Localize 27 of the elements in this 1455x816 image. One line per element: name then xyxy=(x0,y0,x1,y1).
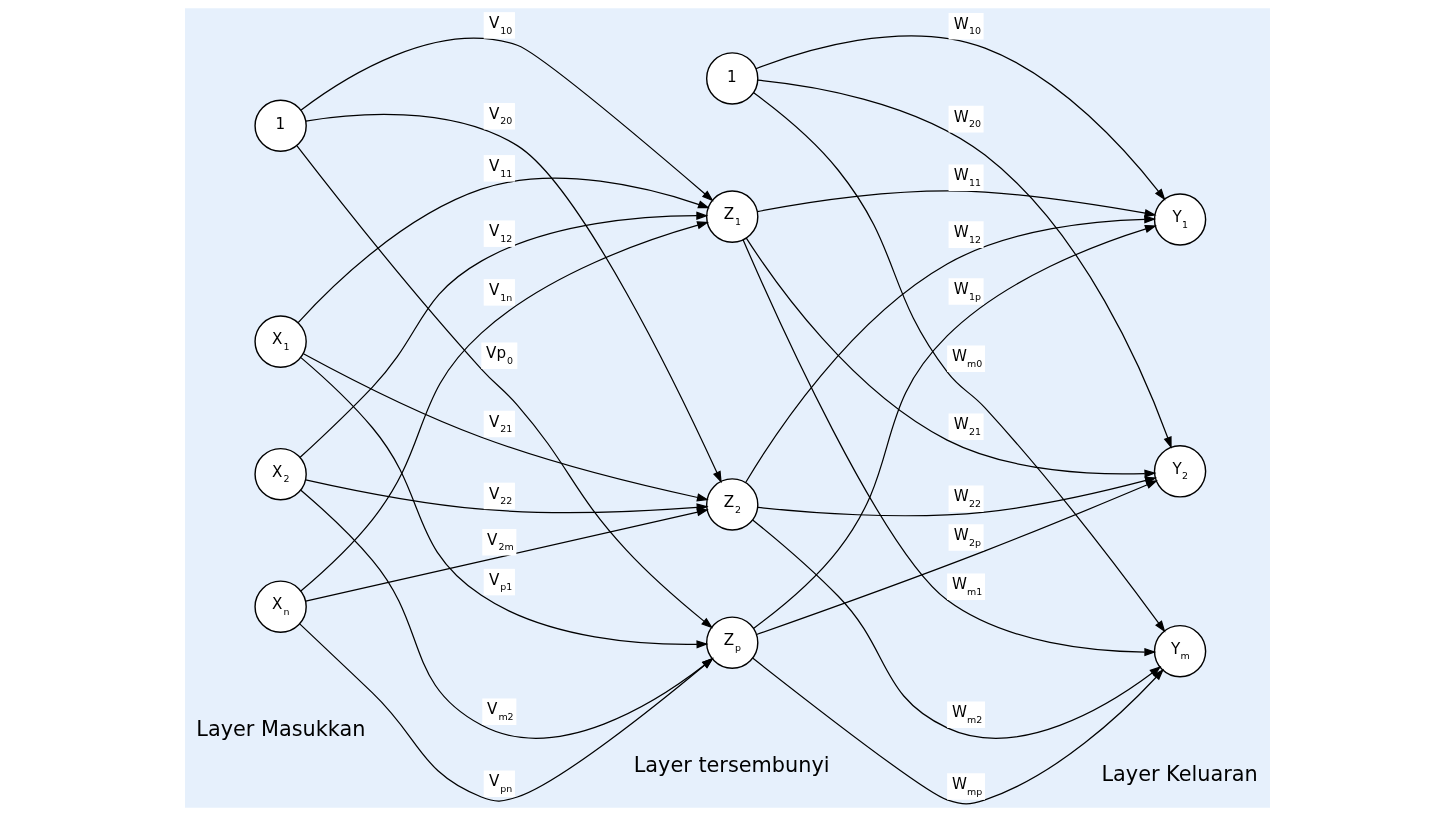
edge-label: W$_{m1}$ xyxy=(951,575,983,597)
edge-label: W$_{2p}$ xyxy=(953,526,981,548)
edge-label: V$_{2m}$ xyxy=(487,530,514,553)
edge-label: V$_{21}$ xyxy=(488,412,513,435)
edge-label: W$_{21}$ xyxy=(953,415,981,437)
label: Layer Masukkan xyxy=(196,717,366,742)
edge-label: W$_{1p}$ xyxy=(953,280,981,302)
edge-label: W$_{m0}$ xyxy=(951,347,983,369)
edge-label: V$_{pn}$ xyxy=(488,772,513,794)
edge-label: V$_{12}$ xyxy=(488,222,513,244)
edge-label: V$_{p1}$ xyxy=(488,570,513,593)
edge-label: W$_{10}$ xyxy=(953,14,981,37)
edge-label: V$_{10}$ xyxy=(488,14,513,36)
edge-label: V$_{1n}$ xyxy=(488,281,513,303)
edge-label: W$_{11}$ xyxy=(953,166,981,188)
edge-label: V$_{20}$ xyxy=(488,104,513,127)
edge-label: V$_{22}$ xyxy=(488,484,513,507)
edge-label: W$_{20}$ xyxy=(953,107,981,130)
label: Layer tersembunyi xyxy=(633,753,830,778)
edge-label: W$_{12}$ xyxy=(953,223,981,245)
edge-label: W$_{22}$ xyxy=(953,487,981,509)
edge-label: W$_{m2}$ xyxy=(951,703,983,725)
label: Layer Keluaran xyxy=(1101,761,1258,786)
edge-label: V$_{m2}$ xyxy=(487,700,514,722)
edge-label: V$_{11}$ xyxy=(488,157,513,179)
edge-label: W$_{mp}$ xyxy=(951,775,983,797)
edge-label: Vp$_{0}$ xyxy=(486,344,513,366)
